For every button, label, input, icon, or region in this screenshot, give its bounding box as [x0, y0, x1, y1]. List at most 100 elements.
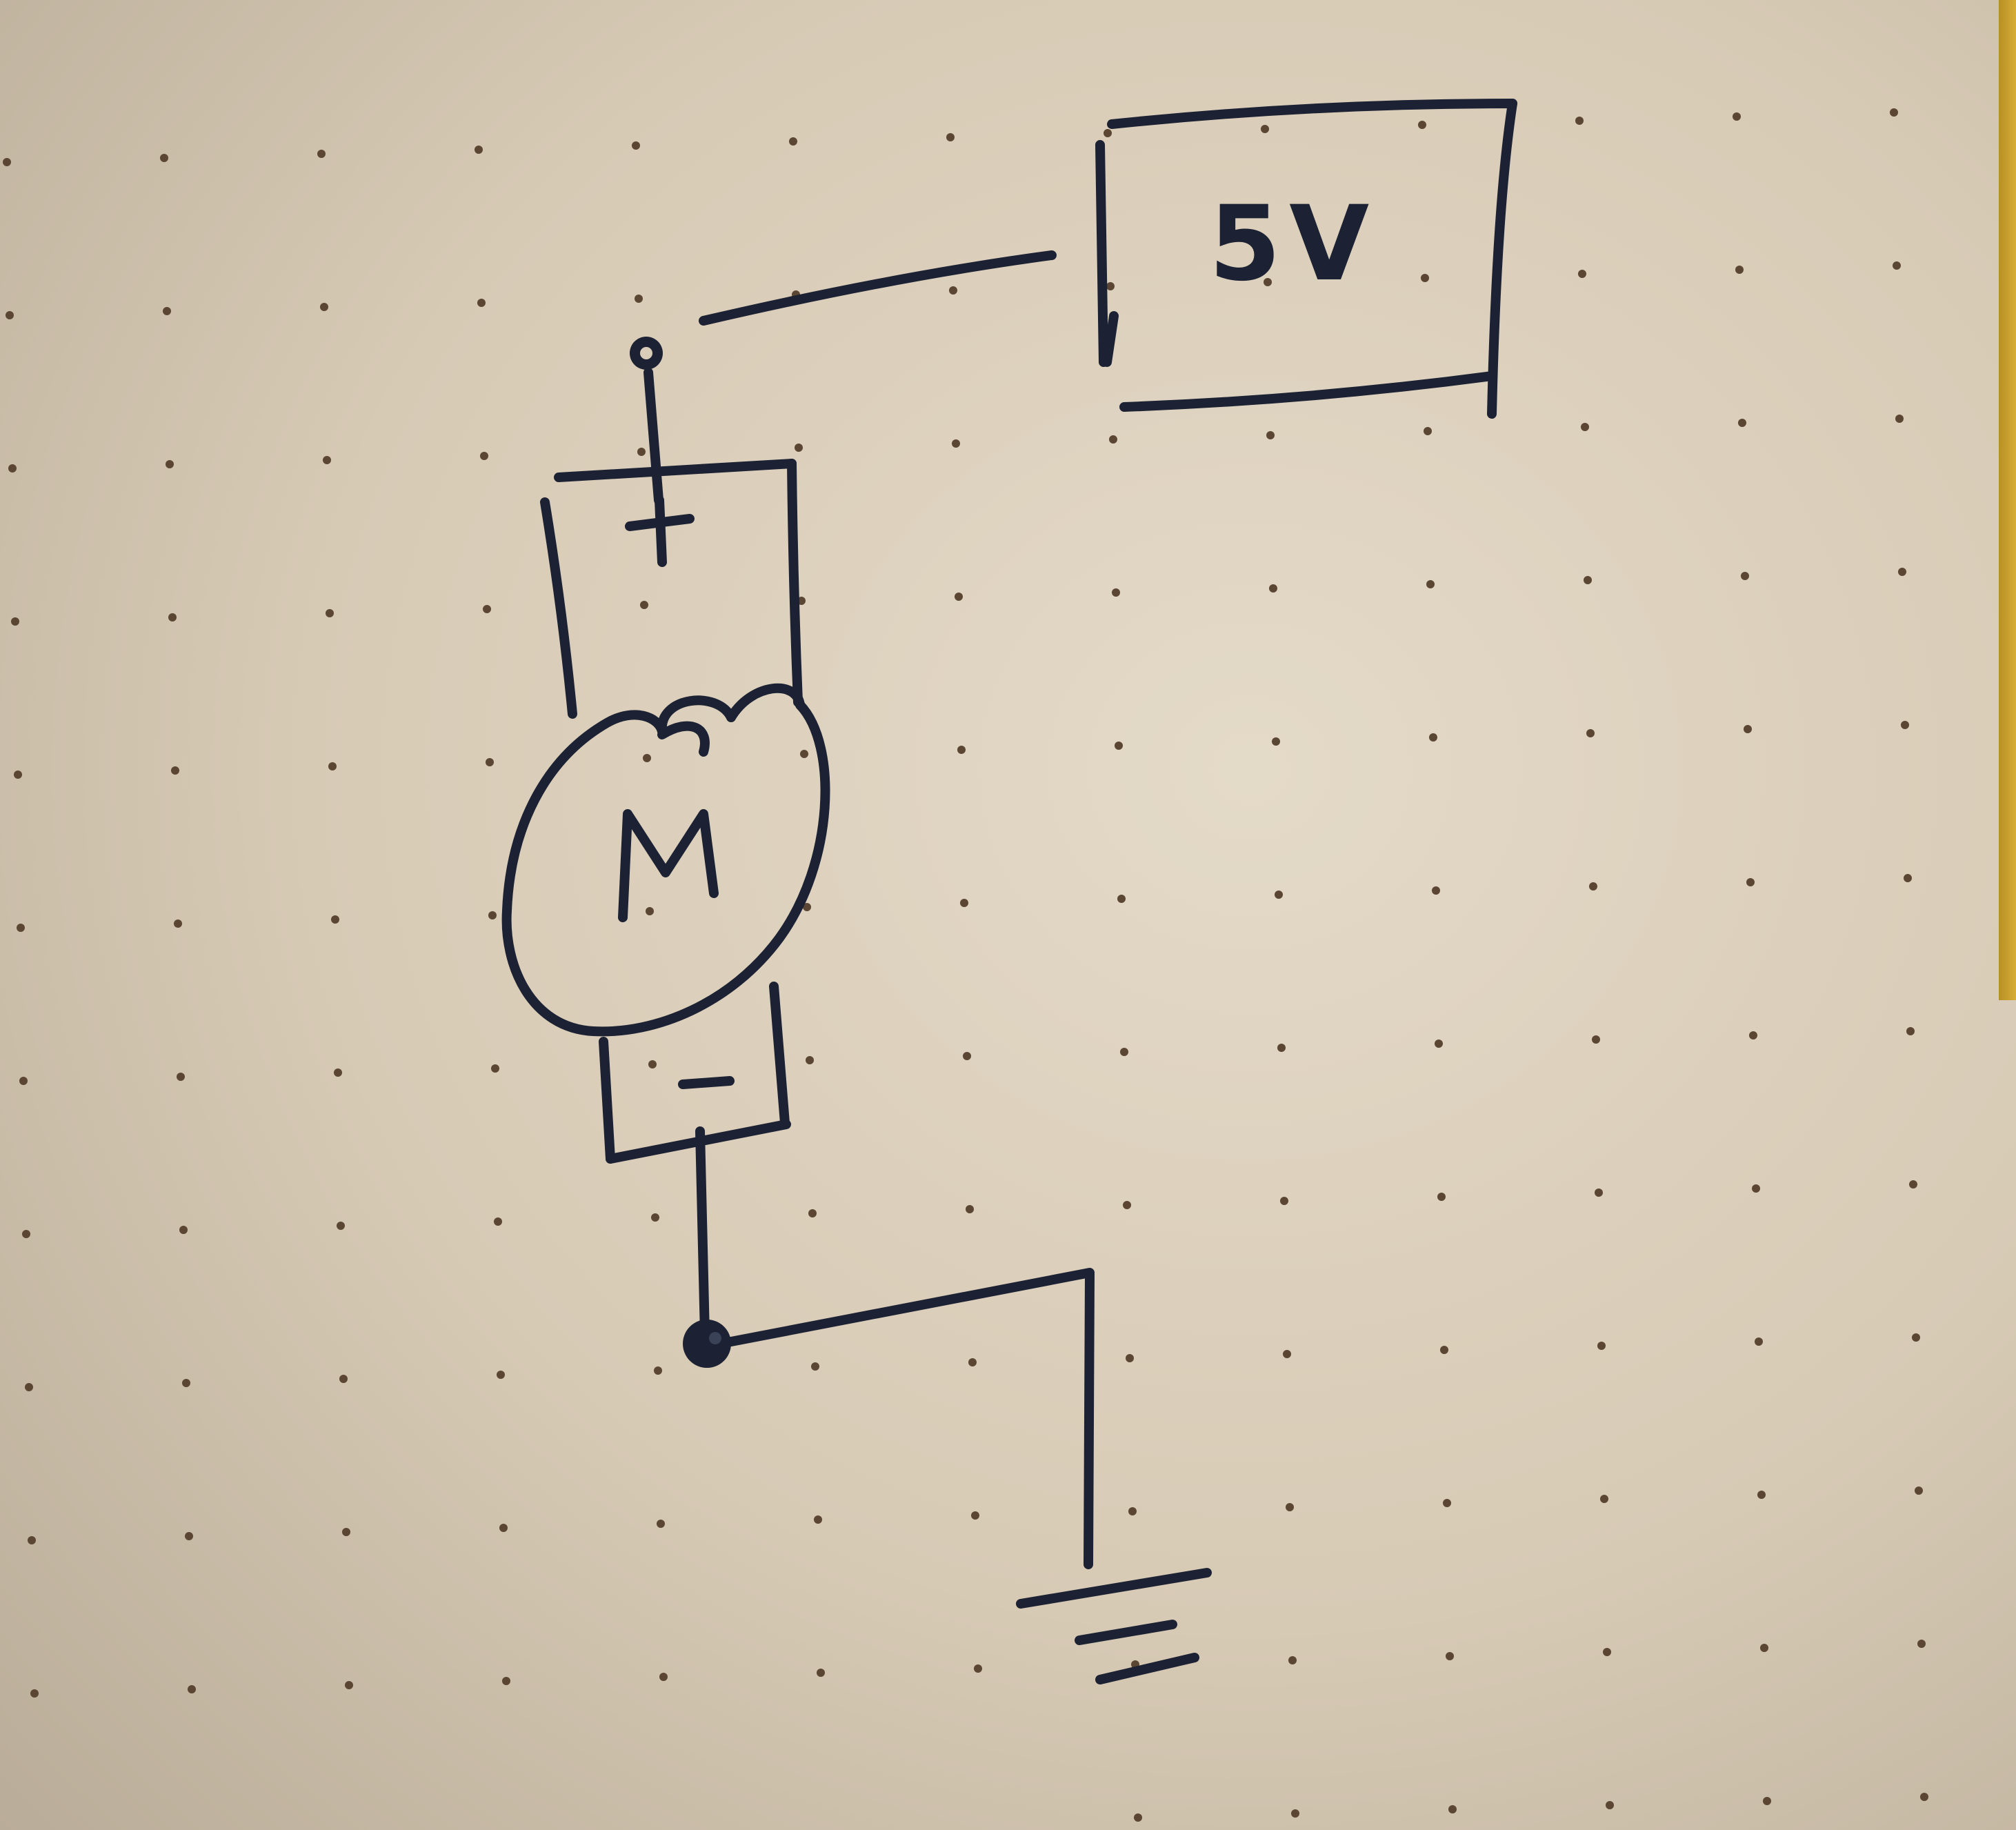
grid-dot	[1912, 1333, 1920, 1342]
grid-dot	[1581, 423, 1589, 431]
grid-dot	[1589, 882, 1597, 891]
grid-dot	[654, 1366, 662, 1375]
grid-dot	[1446, 1652, 1454, 1660]
grid-dot	[1429, 733, 1437, 742]
grid-dot	[814, 1515, 822, 1524]
grid-dot	[1109, 435, 1117, 444]
grid-dot	[486, 758, 494, 766]
grid-dot	[163, 307, 171, 315]
grid-dot	[331, 915, 339, 924]
grid-dot	[960, 899, 968, 907]
grid-dot	[1286, 1503, 1294, 1511]
grid-dot	[1134, 1813, 1142, 1822]
grid-dot	[643, 754, 651, 762]
grid-dot	[323, 456, 331, 464]
grid-dot	[166, 460, 174, 468]
grid-dot	[1575, 117, 1584, 125]
grid-dot	[1288, 1656, 1297, 1664]
grid-dot	[499, 1524, 508, 1532]
grid-dot	[1735, 266, 1744, 274]
grid-dot	[1893, 261, 1901, 270]
grid-dot	[317, 150, 326, 158]
motor-symbol	[501, 683, 830, 1037]
grid-dot	[637, 448, 646, 456]
grid-dot	[1126, 1354, 1134, 1362]
grid-dot	[491, 1064, 499, 1073]
grid-dot	[957, 746, 966, 754]
grid-dot	[1917, 1640, 1926, 1648]
grid-dot	[477, 299, 486, 307]
grid-dot	[1586, 729, 1595, 737]
grid-dot	[1741, 572, 1749, 580]
grid-dot	[946, 133, 955, 141]
grid-dot	[1291, 1809, 1299, 1818]
dot-grid	[3, 108, 1928, 1822]
page-edge-accent	[1999, 0, 2016, 1000]
grid-dot	[1104, 129, 1112, 137]
supply-wire	[699, 250, 1057, 326]
grid-dot	[171, 766, 179, 775]
grid-dot	[800, 750, 808, 758]
grid-dot	[334, 1068, 342, 1077]
grid-dot	[1117, 895, 1126, 903]
grid-dot	[1592, 1035, 1600, 1044]
grid-dot	[1578, 270, 1586, 278]
grid-dot	[328, 762, 337, 770]
grid-dot	[14, 770, 22, 779]
grid-dot	[1112, 588, 1120, 597]
supply-label: 5V	[1209, 184, 1377, 304]
grid-dot	[1600, 1495, 1608, 1503]
grid-dot	[342, 1528, 350, 1536]
grid-dot	[177, 1073, 185, 1081]
grid-dot	[1275, 891, 1283, 899]
grid-dot	[646, 907, 654, 915]
grid-dot	[11, 617, 19, 626]
grid-dot	[1738, 419, 1746, 427]
grid-dot	[1424, 427, 1432, 435]
grid-dot	[657, 1520, 665, 1528]
grid-dot	[949, 286, 957, 295]
grid-dot	[1443, 1499, 1451, 1507]
grid-dot	[963, 1052, 971, 1060]
grid-dot	[1920, 1793, 1928, 1801]
grid-dot	[1898, 568, 1906, 576]
grid-dot	[1603, 1648, 1611, 1656]
negative-wire	[695, 1126, 710, 1340]
grid-dot	[22, 1230, 30, 1238]
grid-dot	[6, 311, 14, 319]
grid-dot	[635, 295, 643, 303]
grid-dot	[1755, 1337, 1763, 1346]
grid-dot	[502, 1677, 510, 1685]
grid-dot	[1890, 108, 1898, 117]
grid-dot	[971, 1511, 979, 1520]
ground-wire	[726, 1268, 1095, 1569]
grid-dot	[968, 1358, 977, 1366]
grid-dot	[789, 137, 797, 146]
grid-dot	[1266, 431, 1275, 439]
grid-dot	[806, 1056, 814, 1064]
ground-symbol	[1016, 1568, 1212, 1684]
grid-dot	[1752, 1184, 1760, 1193]
grid-dot	[8, 464, 17, 473]
grid-dot	[648, 1060, 657, 1068]
grid-dot	[168, 613, 177, 621]
grid-dot	[1584, 576, 1592, 584]
grid-dot	[494, 1217, 502, 1226]
grid-dot	[966, 1205, 974, 1213]
grid-dot	[326, 609, 334, 617]
grid-dot	[185, 1532, 193, 1540]
grid-dot	[1426, 580, 1435, 588]
grid-dot	[320, 303, 328, 311]
grid-dot	[651, 1213, 659, 1222]
grid-dot	[1280, 1197, 1288, 1205]
grid-dot	[1448, 1805, 1457, 1813]
grid-dot	[955, 593, 963, 601]
grid-dot	[1904, 874, 1912, 882]
grid-dot	[1421, 274, 1429, 282]
grid-dot	[811, 1362, 819, 1371]
grid-dot	[1906, 1027, 1915, 1035]
grid-dot	[1749, 1031, 1757, 1040]
grid-dot	[160, 154, 168, 162]
